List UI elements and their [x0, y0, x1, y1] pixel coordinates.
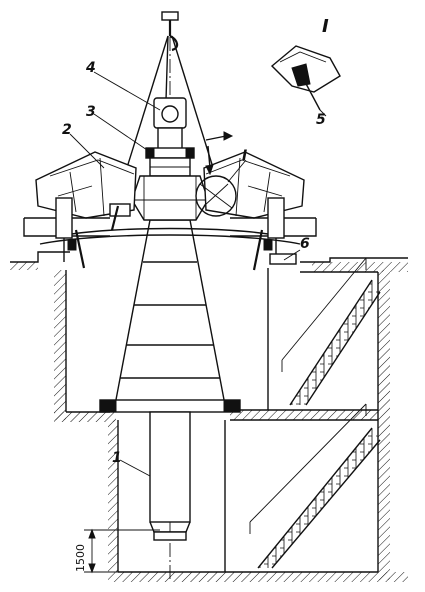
leader-lines — [69, 71, 327, 477]
lower-shaft — [149, 411, 191, 541]
label-6: 6 — [300, 236, 310, 252]
label-4: 4 — [85, 60, 96, 76]
dimension-1500: 1500 — [74, 528, 160, 574]
lifting-direction-arrow — [205, 131, 234, 176]
conical-base — [99, 219, 241, 413]
detail-view-i — [270, 45, 341, 111]
label-1: 1 — [112, 450, 122, 466]
lifting-eye — [153, 97, 187, 151]
dimension-text-1500: 1500 — [74, 544, 87, 572]
detail-title: I — [322, 16, 329, 37]
pit-structure — [10, 251, 408, 582]
label-detail-mark: I — [242, 148, 247, 164]
lower-staircase — [249, 403, 381, 569]
label-5: 5 — [316, 112, 326, 128]
right-blade — [195, 151, 305, 219]
label-2: 2 — [62, 122, 72, 138]
shaft-collar — [145, 147, 195, 177]
upper-staircase — [281, 257, 381, 406]
turbine-cover — [23, 197, 317, 271]
label-3: 3 — [86, 104, 96, 120]
